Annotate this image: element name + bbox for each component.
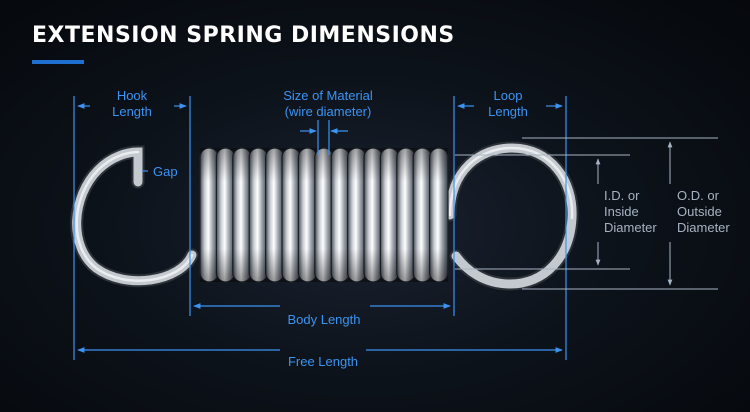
title-accent-bar	[32, 60, 84, 64]
material-size-label-line1: Size of Material	[283, 88, 373, 103]
diameter-lines	[455, 137, 718, 290]
spring-coil-body	[199, 147, 449, 283]
coil-shading	[200, 148, 448, 282]
material-size-label-line2: (wire diameter)	[285, 104, 372, 119]
gap-label: Gap	[153, 164, 178, 179]
hook-length-label-line1: Hook	[117, 88, 148, 103]
right-loop	[443, 141, 579, 291]
id-label-line1: I.D. or	[604, 188, 640, 203]
dimension-lines	[73, 96, 567, 360]
loop-length-label-line1: Loop	[494, 88, 523, 103]
page-title: EXTENSION SPRING DIMENSIONS	[32, 23, 455, 48]
loop-length-label-line2: Length	[488, 104, 528, 119]
hook-length-label-line2: Length	[112, 104, 152, 119]
body-length-label: Body Length	[287, 312, 360, 327]
od-label-line1: O.D. or	[677, 188, 720, 203]
od-label-line3: Diameter	[677, 220, 730, 235]
left-hook	[70, 145, 199, 288]
od-label-line2: Outside	[677, 204, 722, 219]
id-label-line3: Diameter	[604, 220, 657, 235]
id-label-line2: Inside	[604, 204, 639, 219]
free-length-label: Free Length	[288, 354, 358, 369]
